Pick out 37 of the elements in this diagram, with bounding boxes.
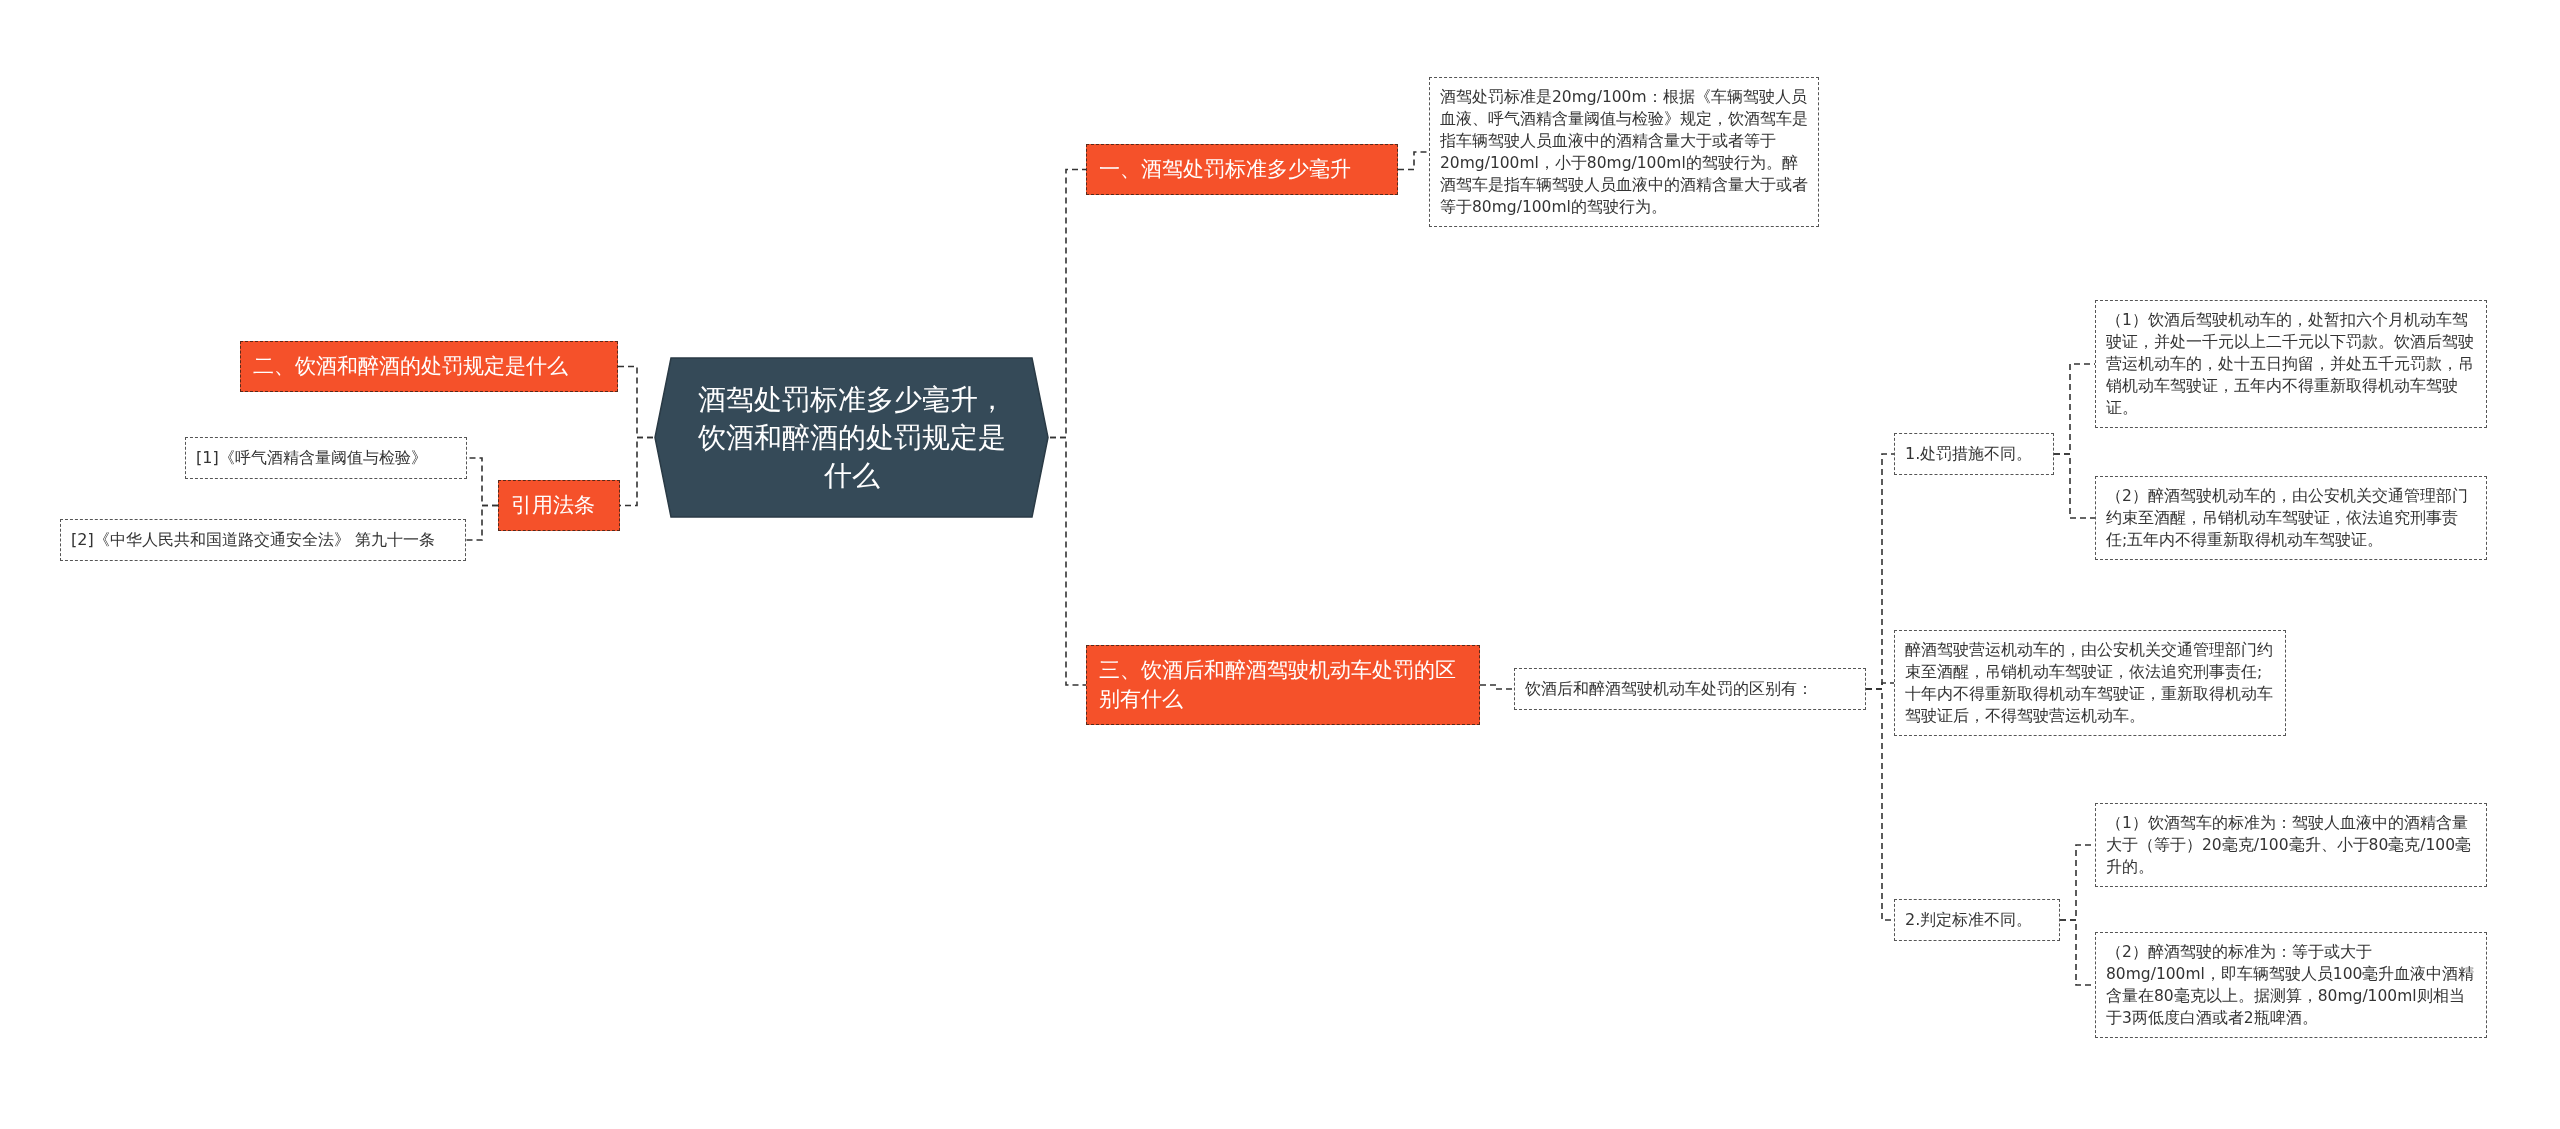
note-box — [2095, 803, 2487, 887]
note-box — [1429, 77, 1819, 227]
subtopic-box — [1894, 899, 2060, 941]
node-text: 三、饮酒后和醉酒驾驶机动车处罚的区别有什么 — [1099, 658, 1456, 711]
connector-line — [1049, 436, 1087, 686]
node-text: 二、饮酒和醉酒的处罚规定是什么 — [253, 354, 568, 378]
node-text: （1）饮酒驾车的标准为：驾驶人血液中的酒精含量大于（等于）20毫克/100毫升、小于80毫克/100毫升的。 — [2106, 814, 2472, 876]
central-topic — [653, 356, 1050, 519]
node-text: （1）饮酒后驾驶机动车的，处暂扣六个月机动车驾驶证，并处一千元以上二千元以下罚款。饮酒后驾驶营运机动车的，处十五日拘留，并处五千元罚款，吊销机动车驾驶证，五年内不得重新取得机动车驾驶证。 — [2106, 311, 2474, 417]
topic-box — [1086, 645, 1480, 725]
note-box — [2095, 300, 2487, 428]
subtopic-box — [60, 519, 466, 561]
node-text: 酒驾处罚标准是20mg/100m：根据《车辆驾驶人员血液、呼气酒精含量阈值与检验》规定，饮酒驾车是指车辆驾驶人员血液中的酒精含量大于或者等于20mg/100ml，小于80mg/100ml的驾驶行为。醉酒驾车是指车辆驾驶人员血液中的酒精含量大于或者等于80mg/100ml的驾驶行为。 — [1440, 88, 1808, 216]
node-text: [2]《中华人民共和国道路交通安全法》 第九十一条 — [71, 530, 435, 549]
topic-box — [240, 341, 618, 392]
connector-line — [1397, 151, 1430, 171]
node-text: 2.判定标准不同。 — [1905, 910, 2033, 929]
note-box — [2095, 932, 2487, 1038]
node-text: 饮酒后和醉酒驾驶机动车处罚的区别有： — [1525, 679, 1813, 698]
subtopic-box — [1514, 668, 1866, 710]
note-box — [2095, 476, 2487, 560]
topic-box — [498, 480, 620, 531]
subtopic-box — [185, 437, 467, 479]
subtopic-box — [1894, 433, 2054, 475]
note-box — [1894, 630, 2286, 736]
connector-line — [2053, 453, 2096, 519]
node-text: （2）醉酒驾驶的标准为：等于或大于80mg/100ml，即车辆驾驶人员100毫升血液中酒精含量在80毫克以上。据测算，80mg/100ml则相当于3两低度白酒或者2瓶啤酒。 — [2106, 943, 2475, 1027]
node-text: 酒驾处罚标准多少毫升，饮酒和醉酒的处罚规定是什么 — [696, 381, 1007, 494]
connector-line — [1479, 684, 1515, 690]
connector-line — [465, 504, 499, 541]
node-text: 1.处罚措施不同。 — [1905, 444, 2033, 463]
node-text: [1]《呼气酒精含量阈值与检验》 — [196, 448, 427, 467]
node-text: 引用法条 — [511, 493, 595, 517]
node-text: （2）醉酒驾驶机动车的，由公安机关交通管理部门约束至酒醒，吊销机动车驾驶证，依法追究刑事责任;五年内不得重新取得机动车驾驶证。 — [2106, 487, 2468, 549]
node-text: 醉酒驾驶营运机动车的，由公安机关交通管理部门约束至酒醒，吊销机动车驾驶证，依法追究刑事责任;十年内不得重新取得机动车驾驶证，重新取得机动车驾驶证后，不得驾驶营运机动车。 — [1905, 641, 2273, 725]
node-text: 一、酒驾处罚标准多少毫升 — [1099, 157, 1351, 181]
topic-box — [1086, 144, 1398, 195]
